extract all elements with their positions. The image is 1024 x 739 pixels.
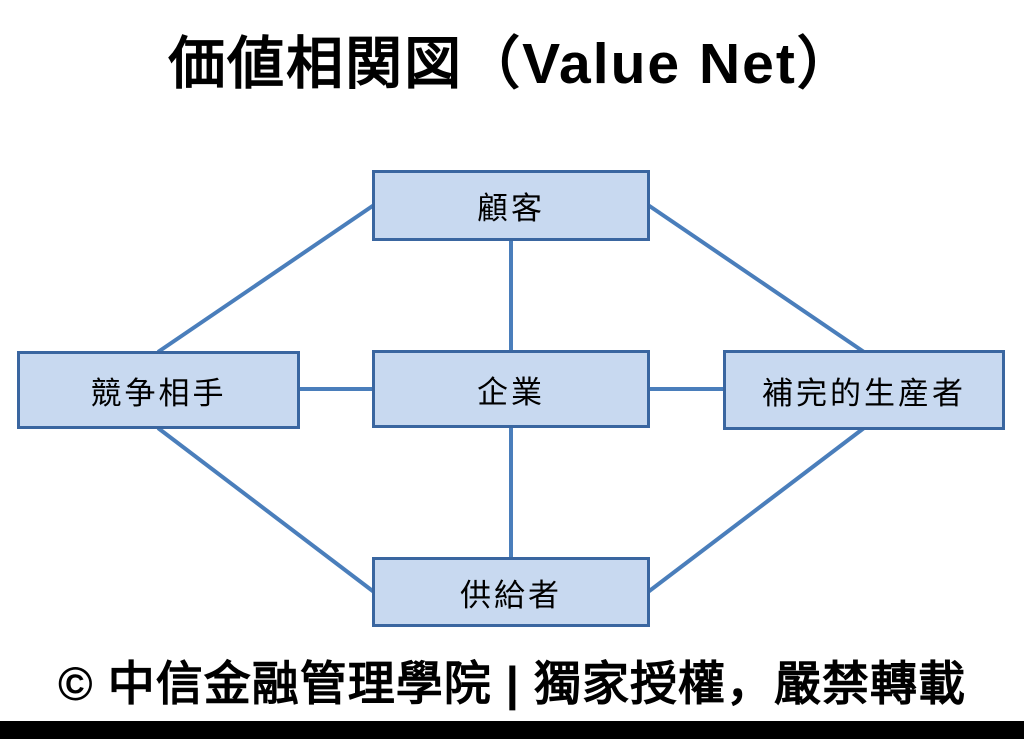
node-complementor: 補完的生産者 [723, 350, 1005, 430]
node-company-label: 企業 [477, 374, 545, 410]
edge-complementor-supplier [646, 426, 866, 594]
node-company: 企業 [372, 350, 650, 428]
node-customer: 顧客 [372, 170, 650, 241]
edge-competitor-customer [156, 203, 376, 354]
diagram-title: 価値相関図（Value Net） [168, 32, 856, 96]
edge-customer-complementor [646, 203, 866, 354]
node-customer-label: 顧客 [477, 191, 545, 226]
edge-competitor-supplier [156, 426, 376, 594]
node-competitor-label: 競争相手 [90, 375, 227, 411]
node-supplier-label: 供給者 [460, 577, 562, 613]
node-competitor: 競争相手 [17, 351, 300, 429]
bottom-black-bar [0, 721, 1024, 739]
copyright-notice: © 中信金融管理學院 | 獨家授權，嚴禁轉載 [58, 657, 966, 710]
node-complementor-label: 補完的生産者 [762, 375, 966, 411]
node-supplier: 供給者 [372, 557, 650, 627]
